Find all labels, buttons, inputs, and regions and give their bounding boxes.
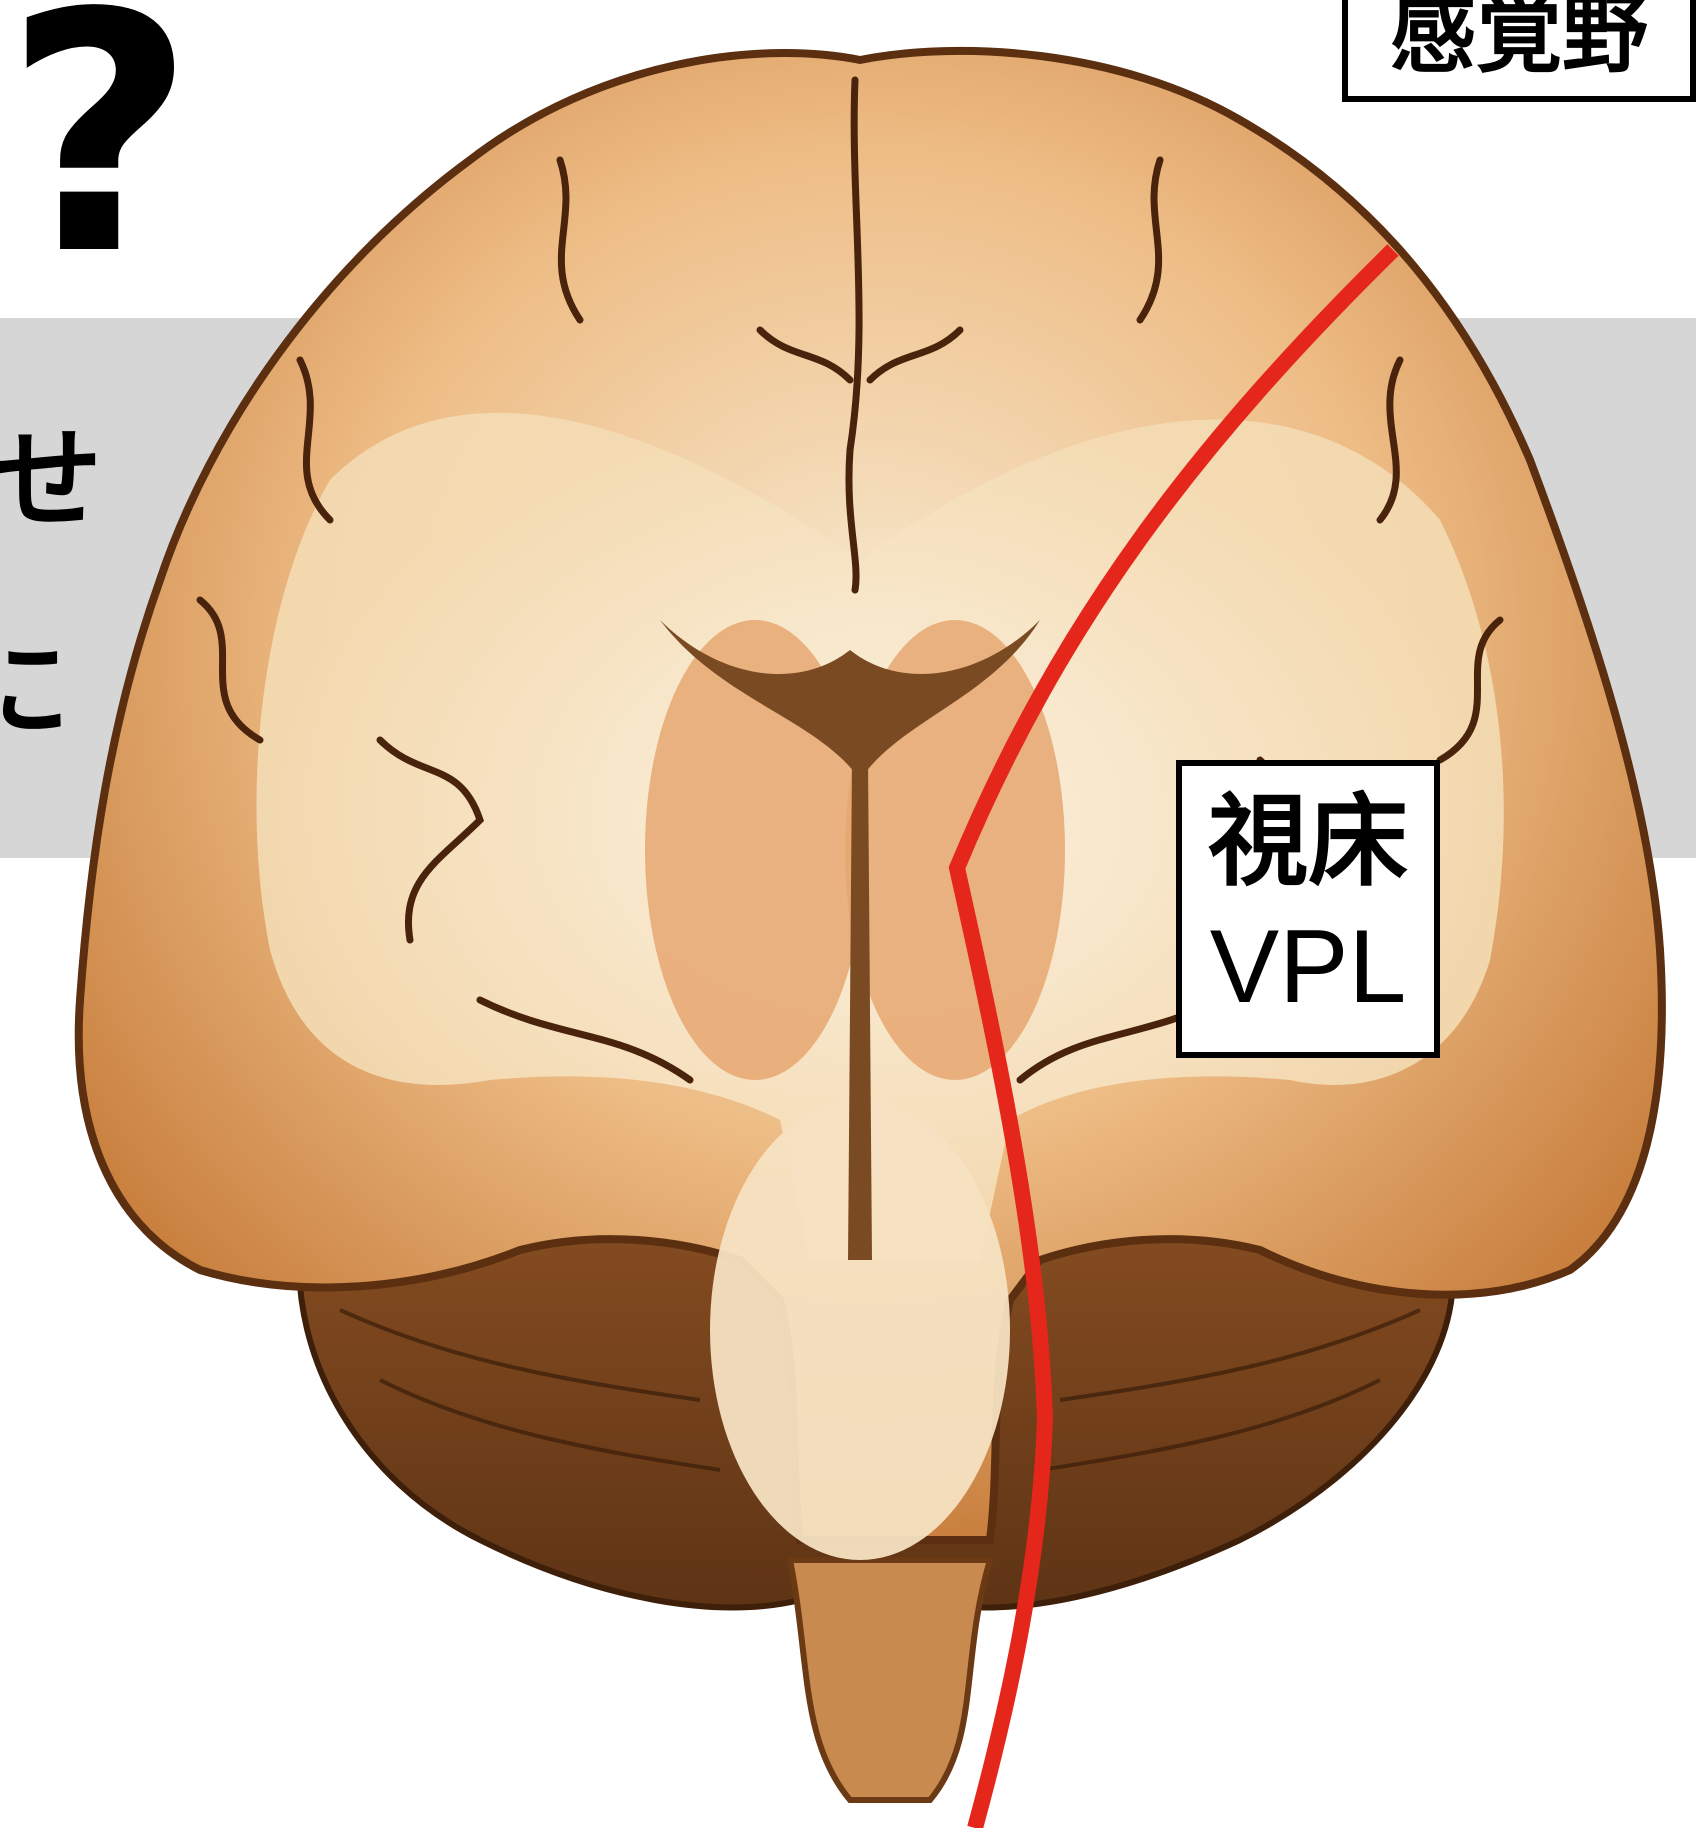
brainstem [790,1560,990,1800]
sensory-cortex-label: 感覚野 [1342,0,1696,102]
third-ventricle [848,760,872,1260]
thalamus-vpl-label: 視床 VPL [1176,760,1440,1058]
thalamus-label-line1: 視床 [1182,792,1434,892]
thalamus-label-line2: VPL [1182,912,1434,1022]
